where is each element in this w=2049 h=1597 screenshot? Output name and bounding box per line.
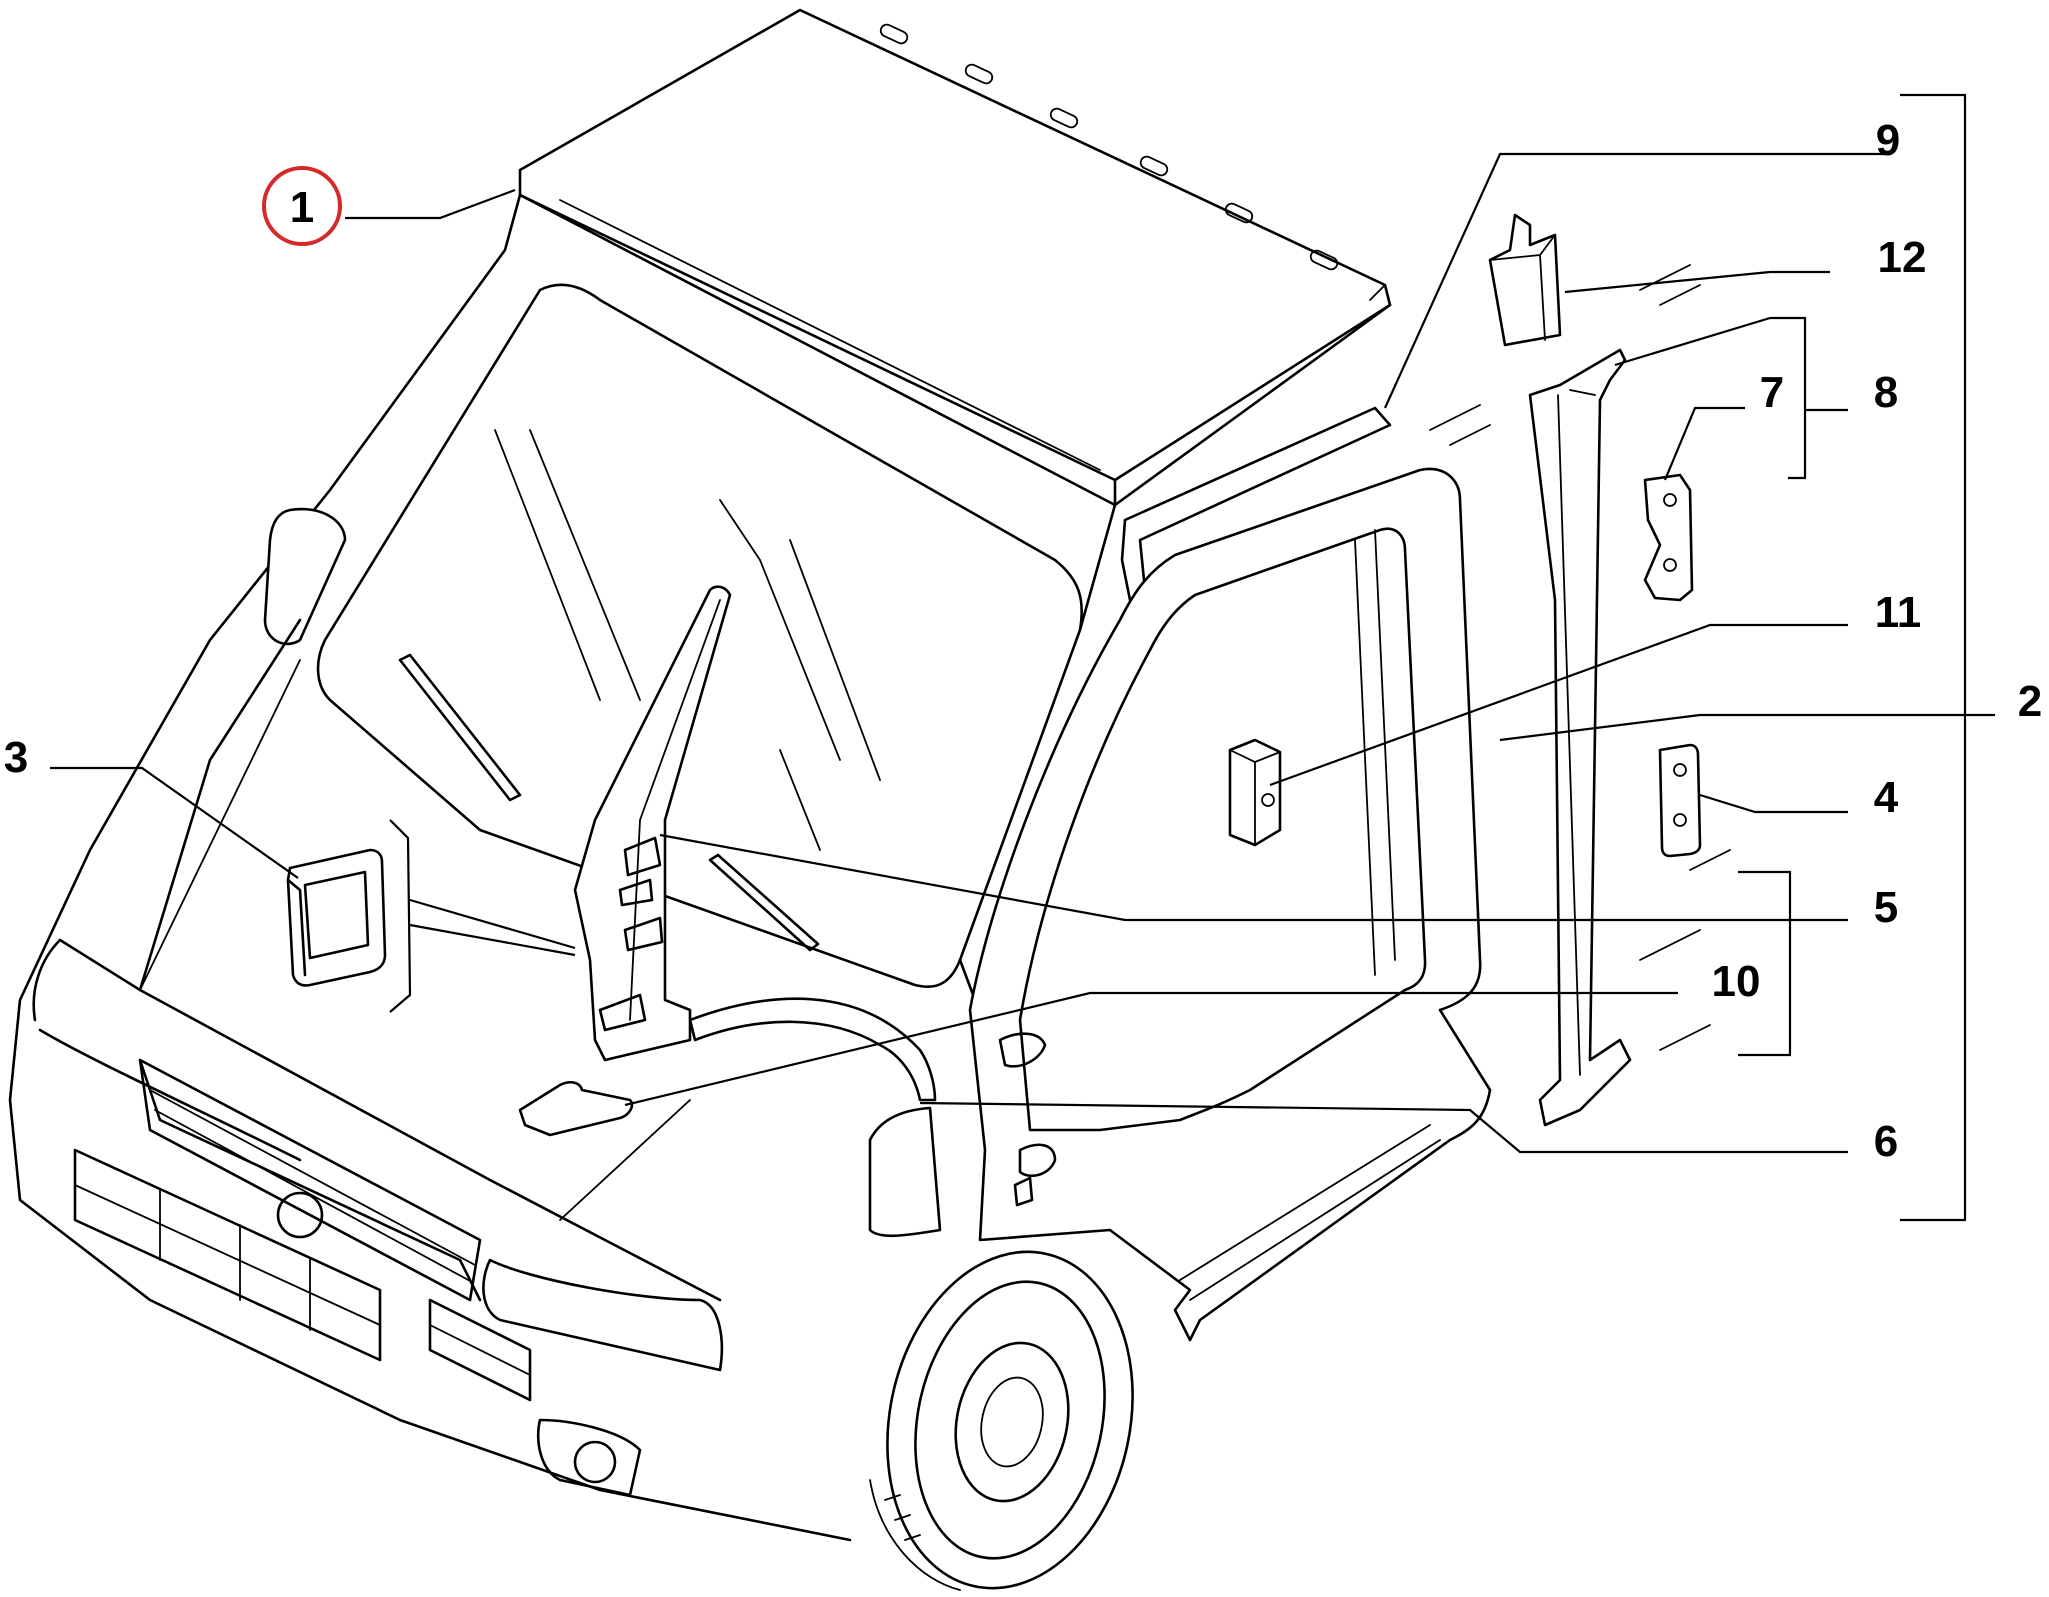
callout-1[interactable]: 1 bbox=[290, 183, 314, 232]
leader-10 bbox=[624, 991, 1678, 1107]
leader-9 bbox=[1383, 152, 1890, 409]
part-4-plate bbox=[1658, 743, 1702, 858]
leader-3 bbox=[50, 766, 299, 879]
callout-2[interactable]: 2 bbox=[2018, 677, 2042, 726]
a-pillar-assembly bbox=[573, 585, 732, 1062]
leader-5 bbox=[659, 833, 1848, 922]
leader-8-b bbox=[1614, 316, 1771, 367]
leader-7 bbox=[1663, 406, 1745, 481]
callout-9[interactable]: 9 bbox=[1876, 116, 1900, 165]
bracket-part-10 bbox=[518, 1080, 634, 1137]
callout-6[interactable]: 6 bbox=[1874, 1117, 1898, 1166]
leader-lines bbox=[50, 93, 1995, 1222]
door-frame bbox=[968, 467, 1492, 1342]
leader-6 bbox=[919, 1101, 1848, 1154]
leader-3-a bbox=[409, 898, 576, 950]
leader-5-bracket bbox=[1738, 870, 1792, 1057]
group-bracket-2 bbox=[1900, 93, 1967, 1222]
leader-3-b bbox=[409, 923, 576, 957]
part-3-vent-panel bbox=[286, 848, 387, 987]
roof-rail-strip bbox=[1120, 406, 1392, 602]
callout-10[interactable]: 10 bbox=[1712, 957, 1761, 1006]
callout-12[interactable]: 12 bbox=[1878, 233, 1927, 282]
leader-8-bracket bbox=[1770, 316, 1807, 480]
callout-1-highlight-circle bbox=[262, 166, 342, 246]
roof-panel bbox=[518, 8, 1392, 507]
leader-1 bbox=[345, 188, 516, 220]
part-7-bracket bbox=[1643, 473, 1694, 602]
callout-5[interactable]: 5 bbox=[1874, 883, 1898, 932]
leader-3-bracket bbox=[389, 819, 412, 1013]
leader-12 bbox=[1564, 270, 1830, 294]
side-mirror bbox=[263, 507, 347, 646]
reinforcement-lines bbox=[1429, 264, 1731, 1051]
van-body-drawing bbox=[8, 8, 1731, 1591]
leader-11 bbox=[1269, 623, 1848, 787]
part-12-bracket bbox=[1488, 213, 1562, 347]
leader-2 bbox=[1499, 713, 1995, 742]
callout-8[interactable]: 8 bbox=[1874, 368, 1898, 417]
front-end bbox=[32, 618, 724, 1497]
callout-11[interactable]: 11 bbox=[1875, 588, 1922, 637]
b-pillar bbox=[1528, 348, 1632, 1127]
callout-3[interactable]: 3 bbox=[4, 733, 28, 782]
callout-labels: 1 9 12 7 8 11 2 3 4 5 10 6 bbox=[4, 116, 2042, 1166]
wheel-arch bbox=[688, 997, 937, 1102]
leader-4 bbox=[1699, 793, 1848, 814]
front-wheel bbox=[869, 1250, 1134, 1591]
callout-7[interactable]: 7 bbox=[1760, 368, 1784, 417]
callout-4[interactable]: 4 bbox=[1874, 773, 1899, 822]
part-11-block bbox=[1228, 738, 1282, 847]
front-fender bbox=[868, 1106, 942, 1238]
